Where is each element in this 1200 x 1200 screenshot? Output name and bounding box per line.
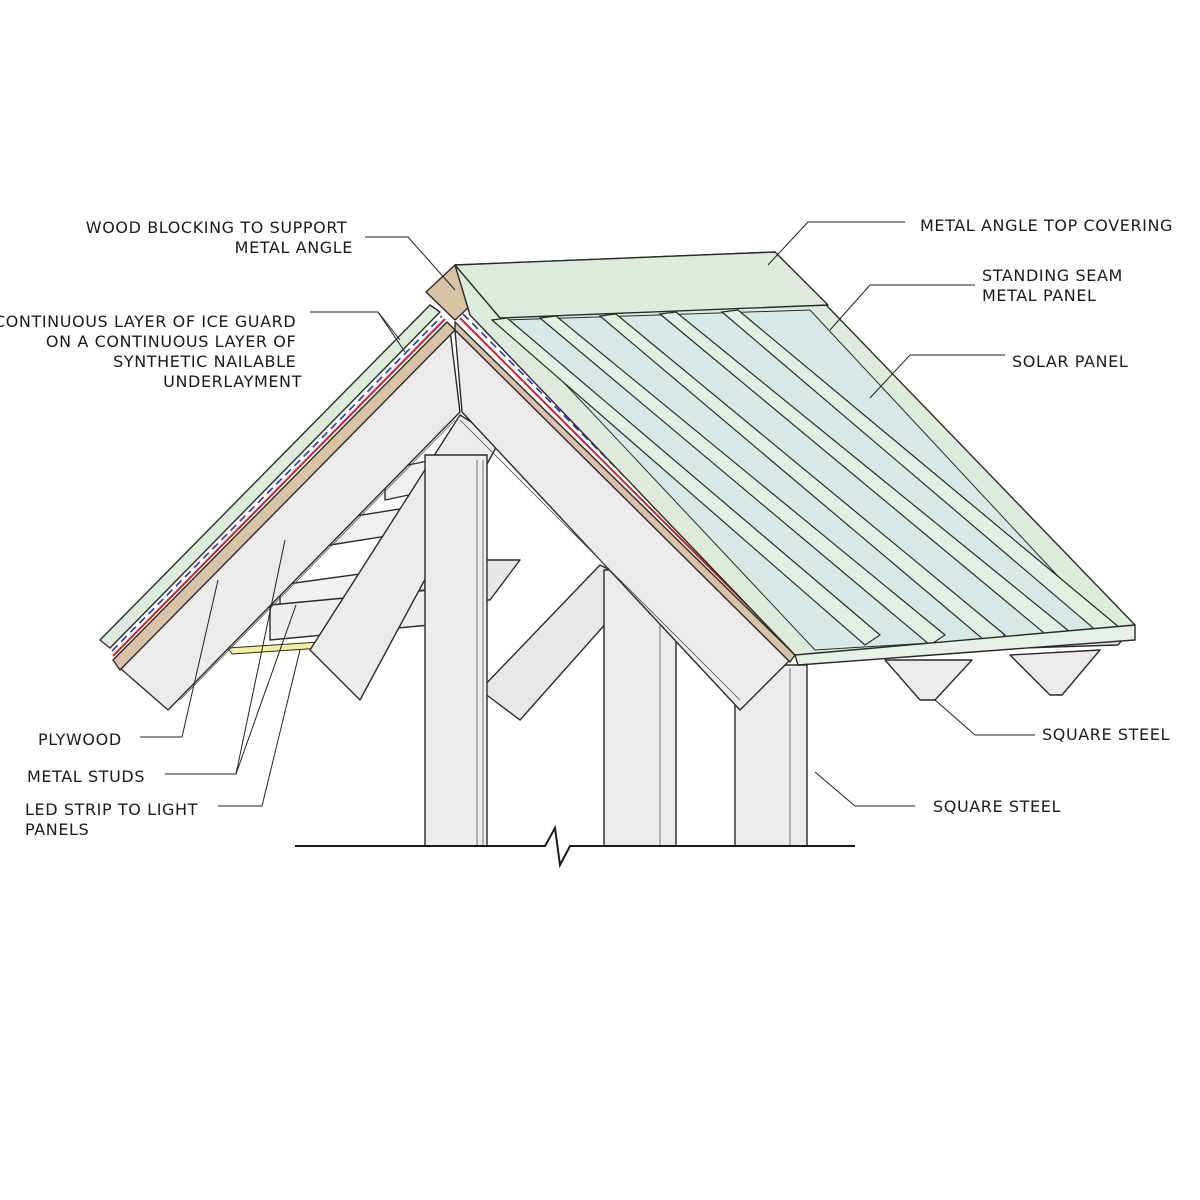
- label-wood-blocking: WOOD BLOCKING TO SUPPORT METAL ANGLE: [86, 218, 353, 257]
- leader-lines: [140, 221, 1035, 807]
- roof-plane-right: [454, 251, 1136, 666]
- label-square-steel-post: SQUARE STEEL: [933, 797, 1061, 816]
- center-post: [424, 454, 488, 847]
- label-led-strip: LED STRIP TO LIGHT PANELS: [25, 800, 204, 839]
- metal-angle-top-covering: [454, 251, 829, 319]
- seam-1: [490, 317, 881, 646]
- label-metal-angle-top: METAL ANGLE TOP COVERING: [920, 216, 1173, 235]
- plywood-right: [454, 321, 796, 663]
- standing-seams: [490, 309, 1122, 646]
- square-steel-beam-1: [884, 659, 973, 701]
- ice-guard-left: [112, 318, 446, 657]
- label-solar-panel: SOLAR PANEL: [1012, 352, 1128, 371]
- left-roof-metal: [99, 304, 441, 649]
- underlayment-left: [111, 315, 443, 652]
- led-strip: [227, 641, 323, 655]
- label-standing-seam: STANDING SEAM METAL PANEL: [982, 266, 1129, 305]
- label-ice-guard: CONTINUOUS LAYER OF ICE GUARD ON A CONTI…: [0, 312, 302, 391]
- eave-steel: [884, 649, 1101, 701]
- label-plywood: PLYWOOD: [38, 730, 122, 749]
- square-steel-beam-2: [1009, 649, 1101, 696]
- eave-fascia: [794, 624, 1136, 666]
- gable-frame: [99, 264, 796, 711]
- label-square-steel-beam: SQUARE STEEL: [1042, 725, 1170, 744]
- ground-line: [295, 824, 855, 869]
- seam-3: [598, 313, 1007, 646]
- label-metal-studs: METAL STUDS: [27, 767, 145, 786]
